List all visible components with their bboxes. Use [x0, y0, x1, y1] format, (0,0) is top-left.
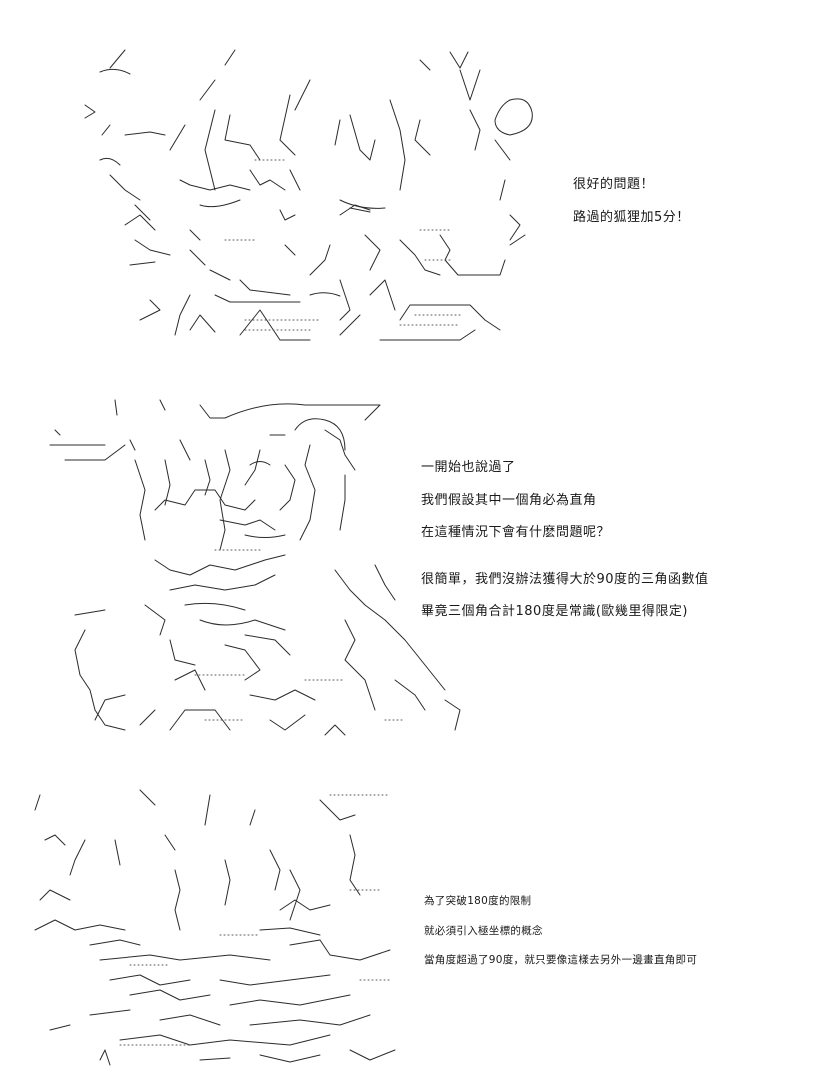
dialogue-line: 很簡單，我們沒辦法獲得大於90度的三角函數值: [421, 572, 709, 587]
panel-2: 一開始也說過了 我們假設其中一個角必為直角 在這種情況下會有什麽問題呢？ 很簡單…: [0, 380, 830, 740]
dialogue-line: 就必須引入極坐標的概念: [424, 925, 543, 937]
panel-3: 為了突破180度的限制 就必須引入極坐標的概念 當角度超過了90度，就只要像這樣…: [0, 770, 830, 1070]
dialogue-line: 一開始也說過了: [421, 460, 516, 475]
dialogue-line: 很好的問題！: [573, 177, 655, 192]
ascii-art-character-2: [45, 390, 465, 740]
ascii-art-fox-character: [40, 40, 540, 350]
dialogue-line: 為了突破180度的限制: [424, 895, 532, 907]
dialogue-line: 在這種情況下會有什麽問題呢？: [421, 525, 611, 540]
ascii-art-character-3: [30, 780, 410, 1070]
dialogue-line: 我們假設其中一個角必為直角: [421, 493, 597, 508]
dialogue-line: 當角度超過了90度，就只要像這樣去另外一邊畫直角即可: [424, 954, 698, 966]
panel-1: 很好的問題！ 路過的狐狸加5分！: [0, 0, 830, 360]
dialogue-line: 畢竟三個角合計180度是常識(歐幾里得限定): [421, 604, 688, 619]
dialogue-line: 路過的狐狸加5分！: [573, 210, 690, 225]
